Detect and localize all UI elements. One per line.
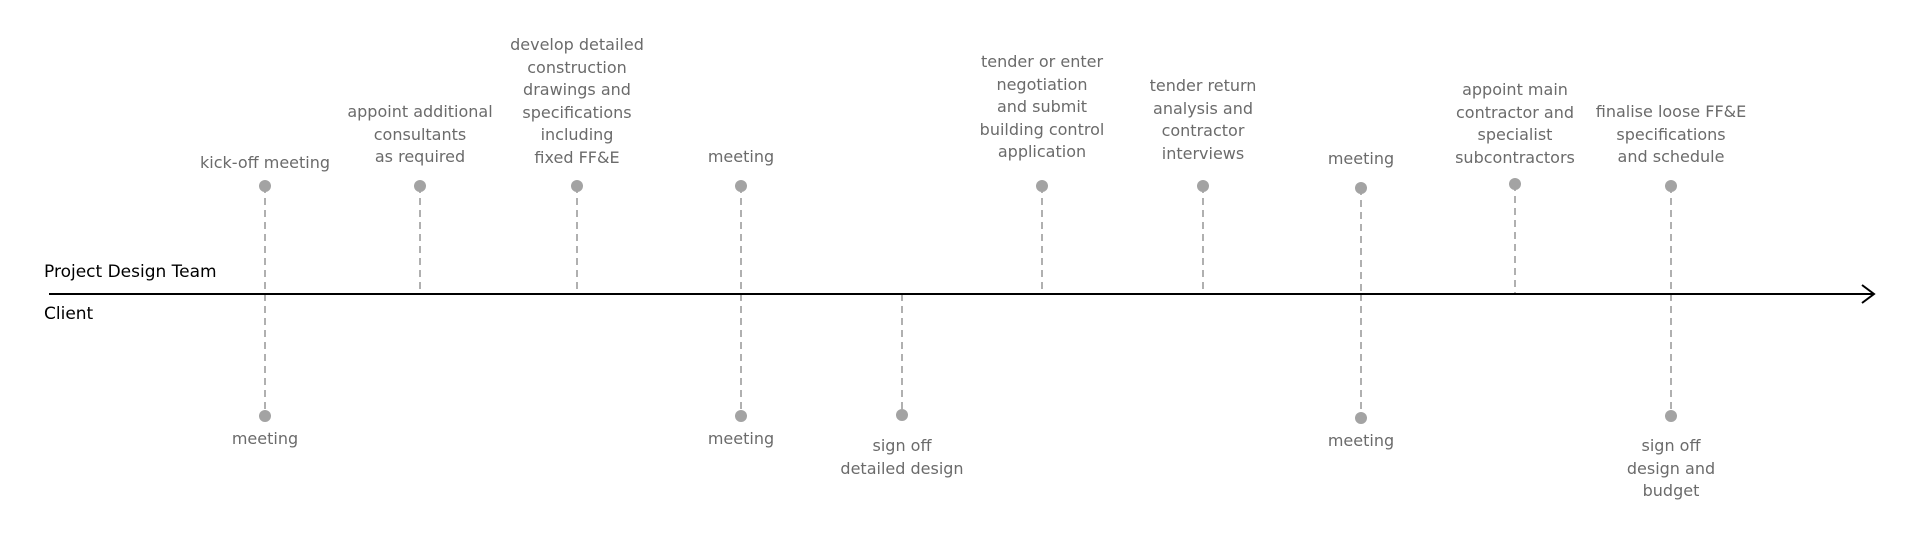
- event-label-top: meeting: [707, 147, 775, 166]
- event-marker: [1355, 412, 1367, 424]
- event-label-top: tender return analysis and contractor in…: [1149, 76, 1257, 163]
- event-label-bottom: meeting: [231, 429, 299, 448]
- timeline-arrowhead-icon: [1861, 284, 1876, 304]
- event-label-top: tender or enter negotiation and submit b…: [979, 52, 1105, 161]
- lane-label-client: Client: [44, 304, 94, 324]
- event-marker: [1509, 178, 1521, 190]
- event-label-top: kick-off meeting: [199, 153, 331, 172]
- lane-label-project-design-team: Project Design Team: [44, 262, 217, 282]
- event-marker: [414, 180, 426, 192]
- event-label-bottom: sign off design and budget: [1626, 436, 1716, 500]
- event-marker: [259, 180, 271, 192]
- event-label-bottom: meeting: [1327, 431, 1395, 450]
- event-label-top: finalise loose FF&E specifications and s…: [1595, 102, 1747, 166]
- event-label-top: appoint additional consultants as requir…: [347, 102, 493, 166]
- event-label-top: appoint main contractor and specialist s…: [1455, 80, 1575, 167]
- event-marker: [735, 410, 747, 422]
- event-marker: [896, 409, 908, 421]
- event-label-bottom: sign off detailed design: [840, 436, 964, 478]
- event-label-bottom: meeting: [707, 429, 775, 448]
- event-marker: [1036, 180, 1048, 192]
- event-marker: [1197, 180, 1209, 192]
- event-marker: [571, 180, 583, 192]
- event-marker: [259, 410, 271, 422]
- event-marker: [735, 180, 747, 192]
- event-label-top: develop detailed construction drawings a…: [510, 35, 644, 167]
- event-label-top: meeting: [1327, 149, 1395, 168]
- event-marker: [1665, 410, 1677, 422]
- event-marker: [1355, 182, 1367, 194]
- event-marker: [1665, 180, 1677, 192]
